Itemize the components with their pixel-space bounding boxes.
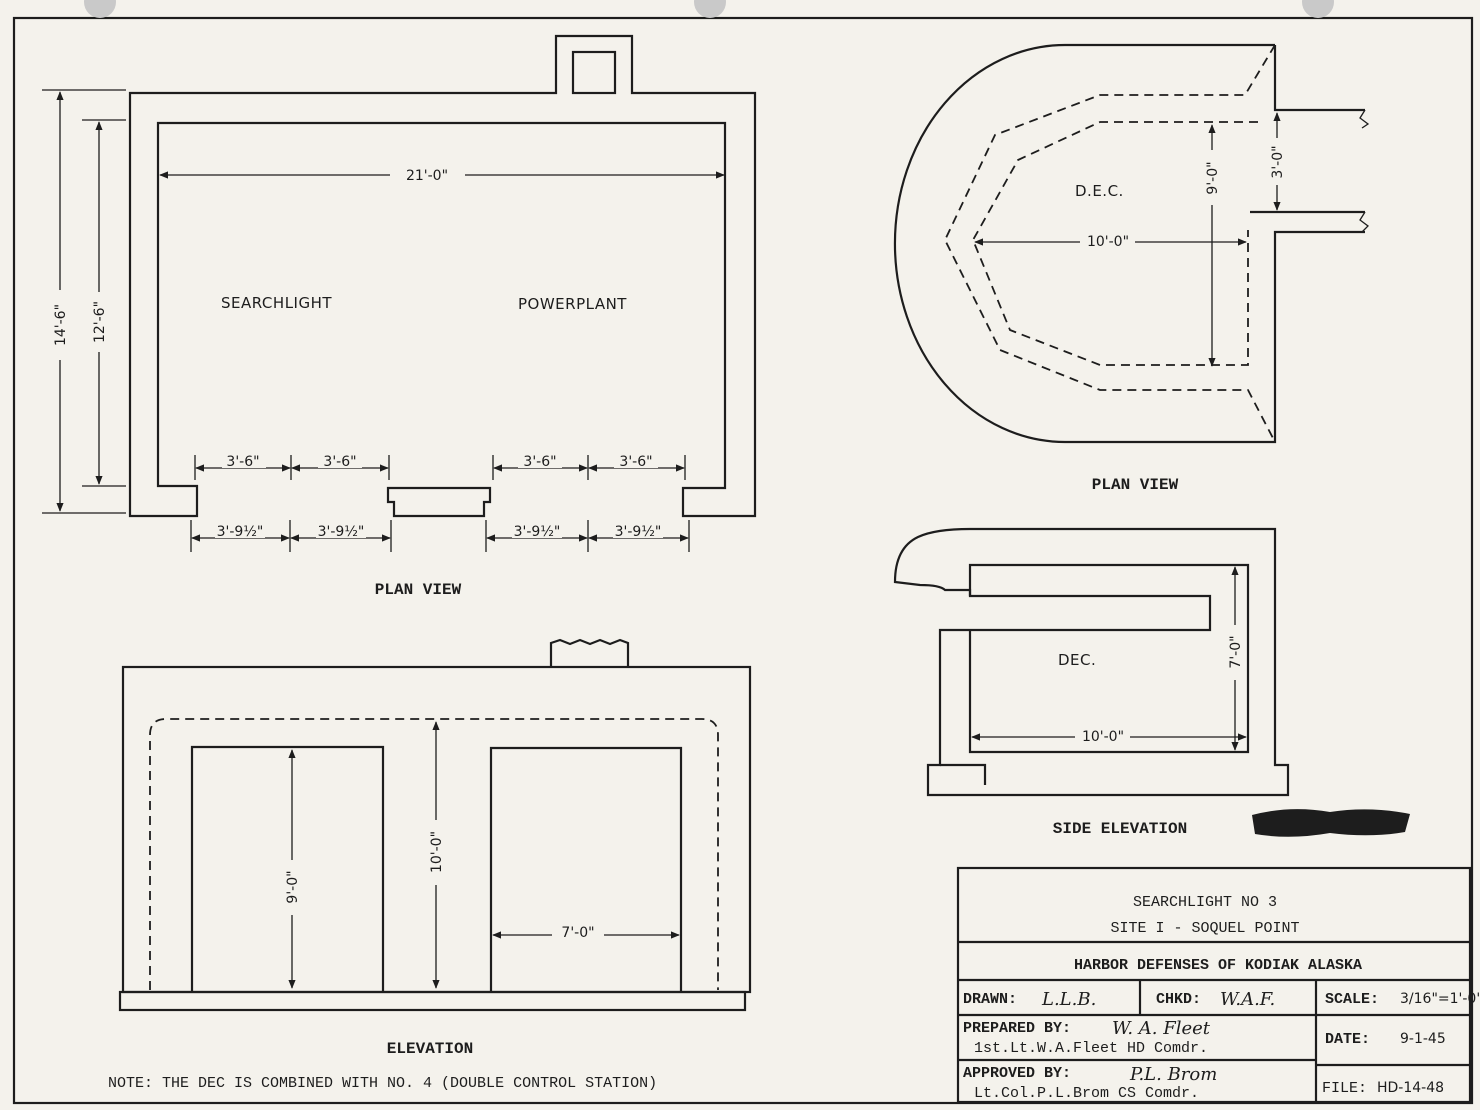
dim-bottom-label-4: 3'-9½" [615,524,662,540]
title-block-frame [956,866,1472,1104]
dim-height-label: 10'-0" [429,831,445,873]
dec-plan-caption: PLAN VIEW [1092,476,1179,494]
dec-plan-view: D.E.C. 10'-0" 9'-0" 3'-0" PLAN VIEW [893,43,1370,494]
dim-right-door-label: 7'-0" [561,925,594,941]
main-plan-view: 21'-0" 14'-6" 12'-6" SEARCHLIGHT POWERPL… [42,34,757,599]
main-plan-caption: PLAN VIEW [375,581,462,599]
drawing-note: NOTE: THE DEC IS COMBINED WITH NO. 4 (DO… [108,1075,657,1092]
dim-dec-height-label: 9'-0" [1205,161,1221,194]
dec-plan-dashed-inner [972,121,1258,366]
dim-side-height-label: 7'-0" [1228,635,1244,668]
drawn-label: DRAWN: [963,991,1017,1008]
title-heading: HARBOR DEFENSES OF KODIAK ALASKA [1074,957,1362,974]
room-label-powerplant: POWERPLANT [518,295,627,313]
elevation-base [118,990,747,1012]
dim-side-width-label: 10'-0" [1082,729,1124,745]
side-elevation-inner-wall [968,563,1250,754]
title-line-1: SEARCHLIGHT NO 3 [1133,894,1277,911]
scale-label: SCALE: [1325,991,1379,1008]
dim-bottom-label-1: 3'-9½" [217,524,264,540]
side-elevation-outline [893,527,1290,797]
side-elevation-view: DEC. 7'-0" 10'-0" SIDE ELEVATION [893,527,1410,838]
drawn-value: L.L.B. [1041,989,1096,1010]
scale-value: 3/16"=1'-0" [1400,991,1480,1007]
dim-bottom-label-2: 3'-9½" [318,524,365,540]
title-line-2: SITE I - SOQUEL POINT [1110,920,1299,937]
elevation-door-left [190,745,385,992]
approved-label: APPROVED BY: [963,1065,1071,1082]
title-block: SEARCHLIGHT NO 3 SITE I - SOQUEL POINT H… [956,866,1480,1104]
main-plan-vent [571,50,617,95]
side-elevation-base [940,763,987,785]
date-value: 9-1-45 [1400,1031,1446,1047]
main-plan-center-pier [386,486,492,518]
dim-dec-entry-label: 3'-0" [1270,145,1286,178]
elevation-door-right [489,746,683,992]
dim-top-label-4: 3'-6" [619,454,652,470]
dim-bottom-label-3: 3'-9½" [514,524,561,540]
elevation-dashed-profile [149,718,719,990]
dim-top-label-2: 3'-6" [323,454,356,470]
side-elevation-label: DEC. [1058,651,1096,669]
dec-plan-dashed-outer [943,44,1276,443]
sheet-border [12,16,1474,1105]
approved-signature: P.L. Brom [1129,1064,1217,1085]
dec-plan-opening-bottom [1359,211,1369,233]
date-label: DATE: [1325,1031,1370,1048]
approved-line: Lt.Col.P.L.Brom CS Comdr. [974,1085,1199,1102]
dim-left-door-label: 9'-0" [285,870,301,903]
dim-width-label: 21'-0" [406,168,448,184]
main-plan-outer-wall [128,34,757,518]
dim-top-label-1: 3'-6" [226,454,259,470]
file-value: HD-14-48 [1377,1080,1444,1096]
checked-value: W.A.F. [1220,989,1275,1010]
checked-label: CHKD: [1156,991,1201,1008]
redaction-mark [1252,809,1410,837]
dim-dec-width-label: 10'-0" [1087,234,1129,250]
dim-outer-height-label: 14'-6" [53,304,69,346]
prepared-signature: W. A. Fleet [1112,1018,1211,1039]
side-elevation-caption: SIDE ELEVATION [1053,820,1187,838]
punch-hole-center [694,0,726,18]
elevation-view: 9'-0" 10'-0" 7'-0" ELEVATION [118,638,752,1058]
elevation-caption: ELEVATION [387,1040,473,1058]
dec-plan-inner-wall [1273,45,1365,112]
dec-plan-outer-wall [893,43,1365,444]
file-label: FILE: [1322,1080,1367,1097]
punch-hole-right [1302,0,1334,18]
room-label-searchlight: SEARCHLIGHT [221,294,332,312]
prepared-label: PREPARED BY: [963,1020,1071,1037]
prepared-line: 1st.Lt.W.A.Fleet HD Comdr. [974,1040,1208,1057]
dec-plan-opening-top [1359,109,1370,129]
dec-plan-label: D.E.C. [1075,182,1124,200]
dim-inner-height-label: 12'-6" [92,301,108,343]
punch-hole-left [84,0,116,18]
dim-top-label-3: 3'-6" [523,454,556,470]
elevation-vent [549,638,630,667]
